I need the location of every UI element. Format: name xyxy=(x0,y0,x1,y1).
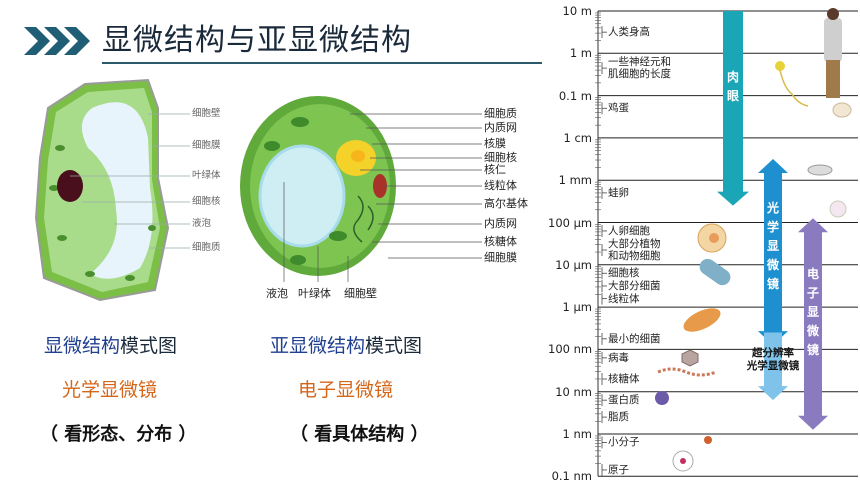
animal-cell-nucleus xyxy=(709,233,719,243)
naked-eye-arrow xyxy=(717,11,749,206)
super-resolution-arrow xyxy=(758,332,788,401)
scale-item-label: 人类身高 xyxy=(608,26,650,39)
scale-item-label: 一些神经元和 肌细胞的长度 xyxy=(608,56,671,81)
label-vacuole: 液泡 xyxy=(192,218,212,229)
light-microscope-label: 光 学 显 微 镜 xyxy=(766,201,779,292)
frog-egg-shape xyxy=(807,164,833,176)
scale-item-label: 大部分植物 和动物细胞 xyxy=(608,237,661,262)
scale-tick-label: 1 m xyxy=(569,46,592,61)
left-purpose-label: （ 看形态、分布 ） xyxy=(40,424,197,445)
scale-tick-label: 1 mm xyxy=(558,173,592,188)
scale-item-label: 细胞核 xyxy=(608,267,640,280)
atom-shape xyxy=(672,450,694,472)
neuron-body xyxy=(775,61,785,71)
scale-item-label: 小分子 xyxy=(608,436,640,449)
protein-shape xyxy=(655,391,669,405)
scale-item-label: 脂质 xyxy=(608,411,629,424)
scale-item-label: 病毒 xyxy=(608,351,629,364)
scale-item-label: 核糖体 xyxy=(608,373,640,385)
scale-item-label: 大部分细菌 xyxy=(608,279,661,292)
mitochondrion-shape xyxy=(373,174,387,198)
label-vacuole: 液泡 xyxy=(266,287,288,300)
scale-tick-label: 10 m xyxy=(562,4,593,18)
bacterium-shape xyxy=(699,258,731,286)
chevron-right-icon xyxy=(24,27,90,55)
right-scope-label: 电子显微镜 xyxy=(298,379,394,401)
scale-item-label: 蛋白质 xyxy=(608,394,640,407)
label-golgi: 高尔基体 xyxy=(484,197,528,210)
right-purpose-label: （ 看具体结构 ） xyxy=(290,424,429,445)
plant-cell-microscopic-diagram xyxy=(34,78,190,302)
header: 显微结构与亚显微结构 xyxy=(22,18,542,64)
label-cytoplasm: 细胞质 xyxy=(484,107,517,120)
light-microscope-arrow xyxy=(758,159,788,346)
title-underline xyxy=(102,62,542,64)
label-cell-wall: 细胞壁 xyxy=(192,108,221,119)
label-nucleus: 细胞核 xyxy=(484,151,517,164)
scale-tick-label: 0.1 nm xyxy=(551,469,592,484)
scale-lines xyxy=(595,8,858,477)
label-chloroplast: 叶绿体 xyxy=(298,287,331,300)
scale-item-label: 鸡蛋 xyxy=(608,102,629,115)
label-ribosome: 核糖体 xyxy=(484,235,517,248)
person-head xyxy=(827,8,839,20)
label-nuclear-membrane: 核膜 xyxy=(484,137,506,150)
person-legs xyxy=(826,60,840,98)
scale-item-label: 最小的细菌 xyxy=(608,332,661,345)
left-scope-label: 光学显微镜 xyxy=(62,379,158,401)
electron-microscope-arrow xyxy=(798,218,828,430)
scale-tick-label: 1 µm xyxy=(562,300,593,315)
scale-tick-label: 1 nm xyxy=(562,427,592,441)
atom-nucleus xyxy=(680,458,686,464)
scale-item-label: 蛙卵 xyxy=(608,186,629,199)
right-caption: 亚显微结构模式图 xyxy=(270,335,423,357)
size-scale-chart: 10 m 1 m 0.1 m 1 cm 1 mm 100 µm 10 µm 1 µm 100 n… xyxy=(540,0,860,484)
nucleus-shape xyxy=(57,170,83,202)
label-cell-wall: 细胞壁 xyxy=(344,287,377,300)
label-cell-membrane: 细胞膜 xyxy=(484,251,517,264)
ribosome-chain xyxy=(657,367,717,377)
label-cell-membrane: 细胞膜 xyxy=(192,140,221,151)
egg-shape xyxy=(832,102,852,118)
page-title: 显微结构与亚显微结构 xyxy=(102,23,412,58)
left-caption: 显微结构模式图 xyxy=(44,335,178,357)
scale-tick-label: 1 cm xyxy=(563,130,593,145)
naked-eye-label: 肉 眼 xyxy=(726,70,739,104)
scale-tick-label: 100 nm xyxy=(548,342,593,357)
plant-cell-submicroscopic-diagram xyxy=(240,96,482,282)
scale-tick-label: 100 µm xyxy=(548,215,593,230)
label-chloroplast: 叶绿体 xyxy=(192,170,221,181)
scale-item-label: 线粒体 xyxy=(608,292,640,305)
virus-shape xyxy=(681,349,699,367)
vacuole-shape xyxy=(258,144,346,248)
electron-microscope-label: 电 子 显 微 镜 xyxy=(806,266,819,357)
super-resolution-label: 超分辨率 光学显微镜 xyxy=(746,347,800,373)
vacuole-shape xyxy=(81,102,153,279)
label-er: 内质网 xyxy=(484,121,517,134)
label-nucleus: 细胞核 xyxy=(192,196,221,207)
scale-tick-label: 0.1 m xyxy=(558,88,592,103)
label-er-2: 内质网 xyxy=(484,217,517,230)
neuron-axon xyxy=(779,69,809,107)
label-mitochondrion: 线粒体 xyxy=(484,179,517,192)
scale-tick-label: 10 nm xyxy=(555,384,592,399)
small-molecule-shape xyxy=(704,436,712,444)
label-nucleolus: 核仁 xyxy=(484,163,506,176)
scale-item-label: 原子 xyxy=(608,463,629,476)
human-egg-shape xyxy=(829,200,847,218)
scale-tick-label: 10 µm xyxy=(555,257,592,272)
person-figure xyxy=(824,18,842,62)
mitochondrion-shape xyxy=(683,308,721,332)
scale-item-label: 人卵细胞 xyxy=(608,224,650,237)
chloroplasts xyxy=(49,145,156,281)
label-cytoplasm: 细胞质 xyxy=(192,242,221,253)
